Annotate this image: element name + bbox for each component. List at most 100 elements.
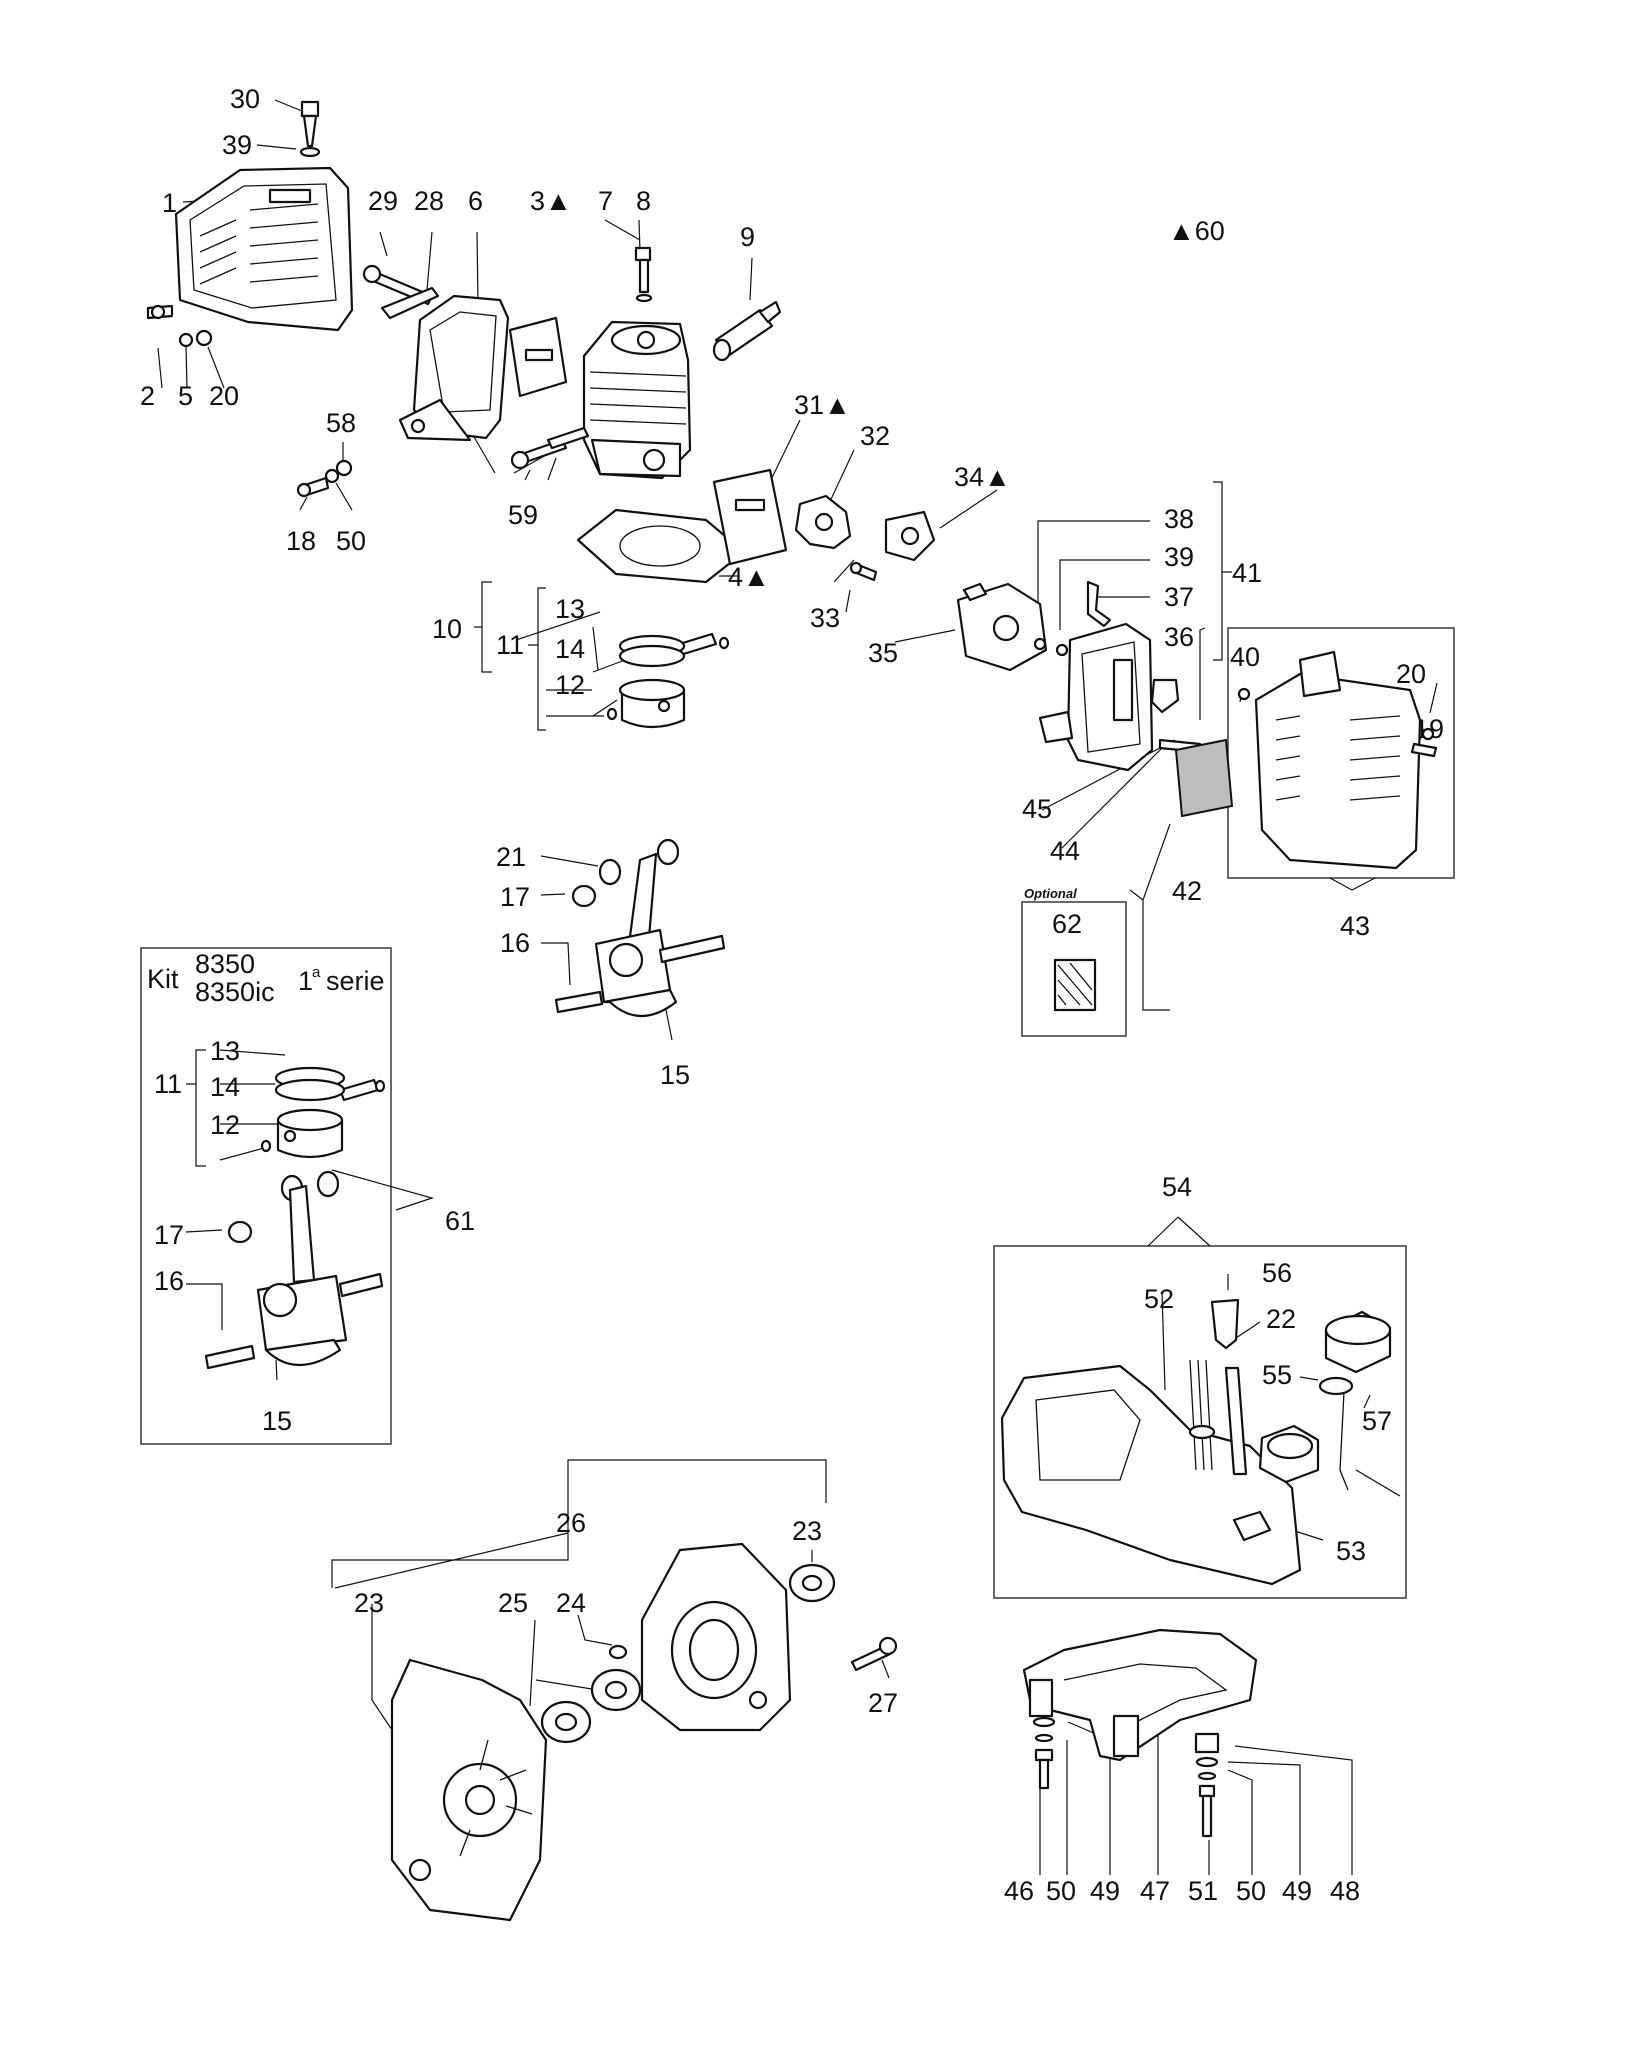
callout-15b: 15 xyxy=(262,1406,292,1436)
callout-59: 59 xyxy=(508,500,538,530)
callout-50b: 50 xyxy=(1046,1876,1076,1906)
callout-23a: 23 xyxy=(792,1516,822,1546)
bracket-47 xyxy=(1022,1628,1258,1762)
callout-43: 43 xyxy=(1340,911,1370,941)
bracket-43 xyxy=(1329,877,1376,891)
callout-7: 7 xyxy=(598,186,613,216)
callout-26: 26 xyxy=(556,1508,586,1538)
cylinder xyxy=(582,320,692,480)
callout-48: 48 xyxy=(1330,1876,1360,1906)
screw-8-washer-7 xyxy=(634,246,653,303)
callout-11a: 11 xyxy=(496,630,524,660)
kit-piston-assembly xyxy=(260,1066,386,1159)
callout-55: 55 xyxy=(1262,1360,1292,1390)
callout-35: 35 xyxy=(868,638,898,668)
optional-leader xyxy=(1129,823,1171,1011)
screw-2-washers-5-20 xyxy=(146,304,213,348)
callout-2: 2 xyxy=(140,381,155,411)
clip-36 xyxy=(1150,678,1180,714)
muffler-6 xyxy=(398,294,510,442)
crankshaft-assembly xyxy=(554,838,726,1017)
fuel-tank-54 xyxy=(1000,1364,1320,1586)
callout-54: 54 xyxy=(1162,1172,1192,1202)
fuel-tube-22 xyxy=(1224,1366,1248,1476)
callout-22: 22 xyxy=(1266,1304,1296,1334)
bracket-61 xyxy=(331,1169,435,1211)
callout-11b: 11 xyxy=(154,1069,182,1099)
bracket-11-kit xyxy=(186,1049,206,1167)
bracket-26 xyxy=(331,1459,827,1589)
bearing-23-right xyxy=(788,1563,836,1603)
choke-lever-37 xyxy=(1086,580,1112,628)
fuel-hoses-52 xyxy=(1188,1359,1216,1471)
callout-14b: 14 xyxy=(210,1072,240,1102)
callout-10: 10 xyxy=(432,614,462,644)
callout-44: 44 xyxy=(1050,836,1080,866)
callout-23b: 23 xyxy=(354,1588,384,1618)
callout-24: 24 xyxy=(556,1588,586,1618)
callout-45: 45 xyxy=(1022,794,1052,824)
callout-3: 3▲ xyxy=(530,186,572,216)
bracket-41 xyxy=(1213,481,1232,661)
callout-9: 9 xyxy=(740,222,755,252)
callout-57: 57 xyxy=(1362,1406,1392,1436)
fuel-filter-56 xyxy=(1210,1298,1240,1350)
callout-1: 1 xyxy=(162,188,177,218)
air-filter-base-41 xyxy=(1038,622,1154,772)
callout-20b: 20 xyxy=(1396,659,1426,689)
bearings-25 xyxy=(540,1668,642,1744)
callout-32: 32 xyxy=(860,421,890,451)
cover-bolt-30 xyxy=(299,100,321,158)
fuel-tank-box xyxy=(993,1245,1407,1599)
screw-19-washer-20 xyxy=(1410,727,1438,758)
kit-crankshaft-assembly xyxy=(204,1170,384,1370)
kit-model-2: 8350ic xyxy=(195,977,275,1007)
callout-42: 42 xyxy=(1172,876,1202,906)
callout-39b: 39 xyxy=(1164,542,1194,572)
callout-8: 8 xyxy=(636,186,651,216)
screw-27 xyxy=(850,1636,898,1672)
callout-17b: 17 xyxy=(154,1220,184,1250)
kit-model-1: 8350 xyxy=(195,949,255,979)
callout-49a: 49 xyxy=(1090,1876,1120,1906)
callout-18: 18 xyxy=(286,526,316,556)
washer-39 xyxy=(1055,643,1069,657)
callout-27: 27 xyxy=(868,1688,898,1718)
callout-60: ▲60 xyxy=(1168,216,1225,246)
callout-62: 62 xyxy=(1052,909,1082,939)
air-filter-cover-43 xyxy=(1237,650,1422,870)
screw-18-washers-50-58 xyxy=(296,459,353,498)
callout-5: 5 xyxy=(178,381,193,411)
callout-41: 41 xyxy=(1232,558,1262,588)
callout-29: 29 xyxy=(368,186,398,216)
bolt-51-washers-49-50-spacer-48 xyxy=(1194,1732,1220,1838)
callout-36: 36 xyxy=(1164,622,1194,652)
air-filter-42 xyxy=(1174,738,1234,818)
callout-30: 30 xyxy=(230,84,260,114)
crankcase-half-right xyxy=(640,1542,792,1732)
callout-34: 34▲ xyxy=(954,462,1011,492)
callout-49b: 49 xyxy=(1282,1876,1312,1906)
spark-plug-9 xyxy=(712,300,782,362)
callout-16b: 16 xyxy=(154,1266,184,1296)
callout-31: 31▲ xyxy=(794,390,851,420)
engine-top-cover-1 xyxy=(174,166,354,332)
callout-47: 47 xyxy=(1140,1876,1170,1906)
callout-51: 51 xyxy=(1188,1876,1218,1906)
crankcase-half-left-23 xyxy=(390,1658,548,1922)
callout-16a: 16 xyxy=(500,928,530,958)
insulator-34 xyxy=(884,510,936,562)
callout-25: 25 xyxy=(498,1588,528,1618)
callout-52: 52 xyxy=(1144,1284,1174,1314)
callout-53: 53 xyxy=(1336,1536,1366,1566)
bracket-11 xyxy=(528,587,546,731)
kit-label: Kit xyxy=(147,964,179,994)
screw-33 xyxy=(849,561,878,582)
callout-4: 4▲ xyxy=(728,562,770,592)
callout-39a: 39 xyxy=(222,130,252,160)
callout-13a: 13 xyxy=(555,594,585,624)
callout-50c: 50 xyxy=(1236,1876,1266,1906)
callout-56: 56 xyxy=(1262,1258,1292,1288)
